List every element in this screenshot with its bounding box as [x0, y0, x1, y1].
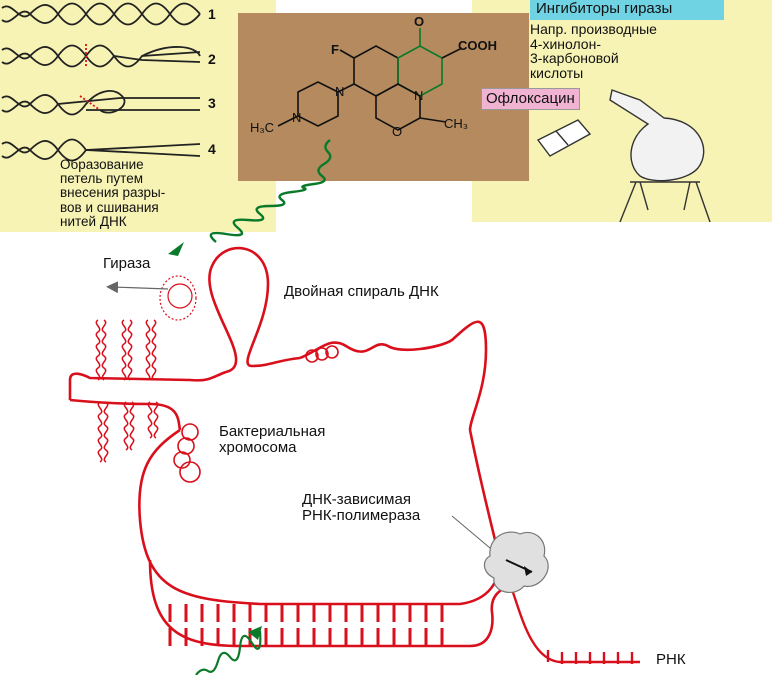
inhibition-wavy-arrow [209, 139, 332, 243]
gyrase-enzyme [159, 275, 197, 321]
supercoil-stack-bottom [97, 401, 159, 463]
inhibitor-header: Ингибиторы гиразы [530, 0, 724, 20]
tablet-icon [536, 119, 592, 157]
loop-panel-bg [0, 0, 276, 232]
loop-number-3: 3 [208, 95, 216, 111]
atom-n-ring: N [414, 88, 424, 103]
loop-number-1: 1 [208, 6, 216, 22]
chromosome-coils [173, 345, 339, 483]
bottom-wavy-arrow [195, 630, 262, 675]
loop-stage-3 [1, 90, 200, 116]
atom-methyl-right: CH₃ [444, 116, 469, 131]
inhibitor-description: Напр. производные 4-хинолон- 3-карбоново… [530, 21, 657, 82]
ofloxacin-label: Офлоксацин [481, 88, 580, 110]
loop-stage-2 [1, 44, 201, 68]
ofloxacin-structure [277, 28, 463, 131]
molecule-box [238, 13, 529, 181]
loop-number-4: 4 [208, 141, 216, 157]
polymerase-pointer [451, 515, 491, 549]
atom-methyl-left: H₃C [250, 120, 275, 135]
loop-stage-4 [1, 138, 201, 162]
rna-strand [508, 583, 640, 664]
flask-icon [609, 89, 711, 223]
loop-stage-1 [1, 2, 201, 26]
rna-ticks [546, 650, 634, 664]
atom-acid: COOH [458, 38, 497, 53]
rna-label: РНК [656, 651, 686, 668]
gyrase-arrow [106, 281, 169, 294]
gyrase-label: Гираза [103, 255, 151, 272]
atom-f: F [331, 42, 339, 57]
supercoil-stack-top [95, 319, 157, 381]
polymerase-label: ДНК-зависимая РНК-полимераза [302, 491, 421, 524]
inhibition-arrowhead [168, 242, 184, 256]
dna-backbone [68, 246, 511, 648]
dna-rungs [168, 604, 444, 646]
atom-o-ring: O [392, 124, 403, 139]
bottom-arrowhead [248, 626, 262, 640]
double-helix-label: Двойная спираль ДНК [284, 283, 439, 300]
atom-n-piperazine-top: N [335, 84, 345, 99]
atom-n-piperazine-bottom: N [292, 110, 302, 125]
atom-carbonyl-o: O [414, 14, 425, 29]
loop-number-2: 2 [208, 51, 216, 67]
blank-area [548, 322, 772, 614]
rna-polymerase [483, 531, 549, 594]
loop-caption: Образование петель путем внесения разры-… [60, 157, 166, 229]
chromosome-label: Бактериальная хромосома [219, 423, 326, 456]
